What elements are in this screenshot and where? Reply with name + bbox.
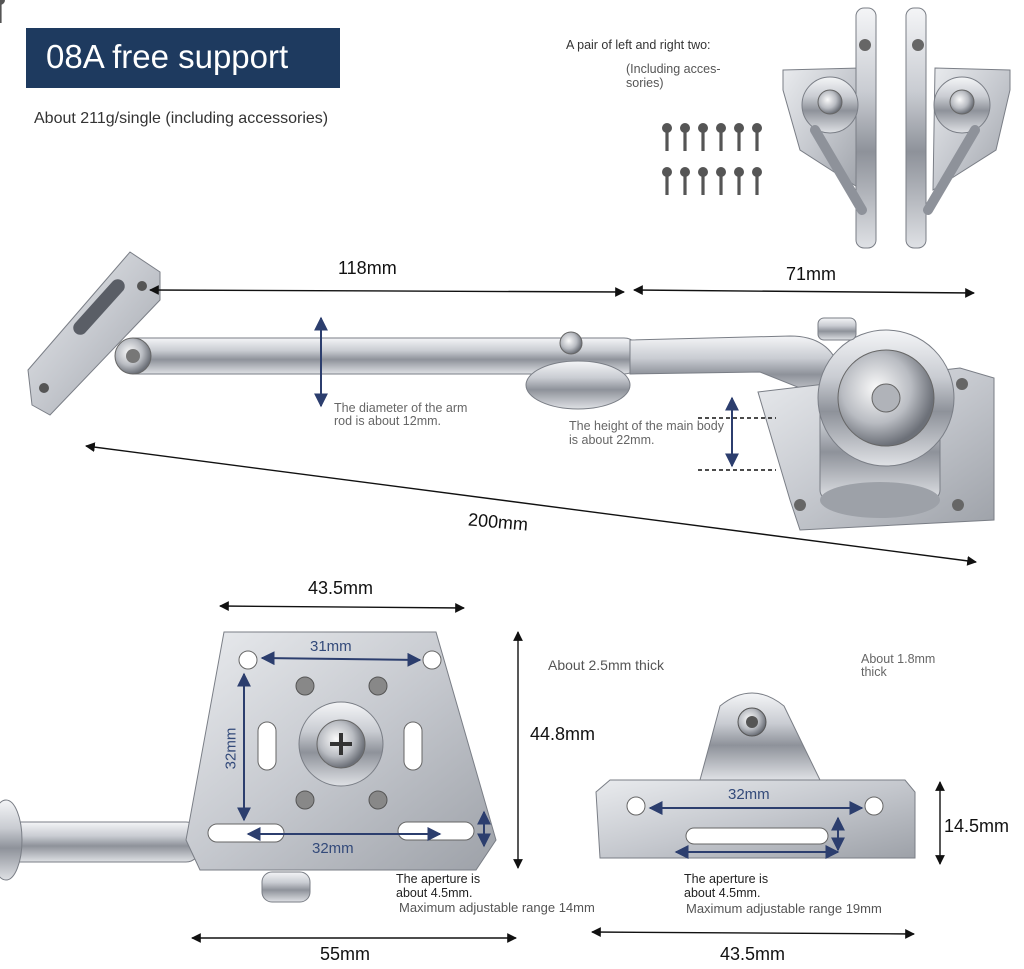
dim-plate-hole-spacing-side: 32mm (222, 727, 240, 770)
title-banner (26, 28, 340, 88)
including-line-1: (Including acces- (626, 62, 721, 76)
dim-plate-hole-spacing-top: 31mm (310, 638, 352, 655)
page-title: 08A free support (46, 38, 289, 75)
body-note-line-2: is about 22mm. (569, 433, 655, 447)
range-left-note: Maximum adjustable range 14mm (399, 900, 595, 915)
dim-plate-slot-spacing: 32mm (312, 840, 354, 857)
bracket-plate (595, 692, 916, 859)
thickness-18-note-line-2: thick (861, 665, 887, 679)
dim-plate-width-top: 43.5mm (308, 578, 374, 598)
range-right-note: Maximum adjustable range 19mm (686, 901, 882, 916)
dim-bracket-hole-spacing: 32mm (728, 786, 770, 803)
main-support (27, 251, 995, 531)
blue-dimension-lines (237, 316, 864, 859)
weight-label: About 211g/single (including accessories… (34, 110, 329, 127)
thickness-25-note: About 2.5mm thick (548, 657, 664, 673)
screws (0, 0, 762, 195)
dim-arm-bottom: 55mm (320, 944, 371, 964)
dim-bracket-width: 43.5mm (720, 944, 786, 964)
aperture-right-line-1: The aperture is (684, 872, 769, 886)
including-line-2: sories) (626, 76, 664, 90)
aperture-right-line-2: about 4.5mm. (684, 886, 761, 900)
aperture-left-line-2: about 4.5mm. (396, 886, 473, 900)
thickness-18-note-line-1: About 1.8mm (861, 652, 936, 666)
support-pair-photo (782, 7, 1011, 249)
rod-note-line-2: rod is about 12mm. (334, 414, 441, 428)
rod-note-line-1: The diameter of the arm (334, 401, 468, 415)
dimension-lines (85, 285, 977, 943)
body-note-line-1: The height of the main body (569, 419, 724, 433)
dim-plate-height: 44.8mm (530, 724, 596, 744)
dim-bracket-height: 14.5mm (944, 816, 1010, 836)
dim-body-length: 71mm (786, 264, 837, 284)
aperture-left-line-1: The aperture is (396, 872, 481, 886)
pair-label: A pair of left and right two: (566, 38, 711, 52)
mounting-plate (0, 631, 497, 903)
dim-arm-length: 118mm (338, 258, 397, 278)
